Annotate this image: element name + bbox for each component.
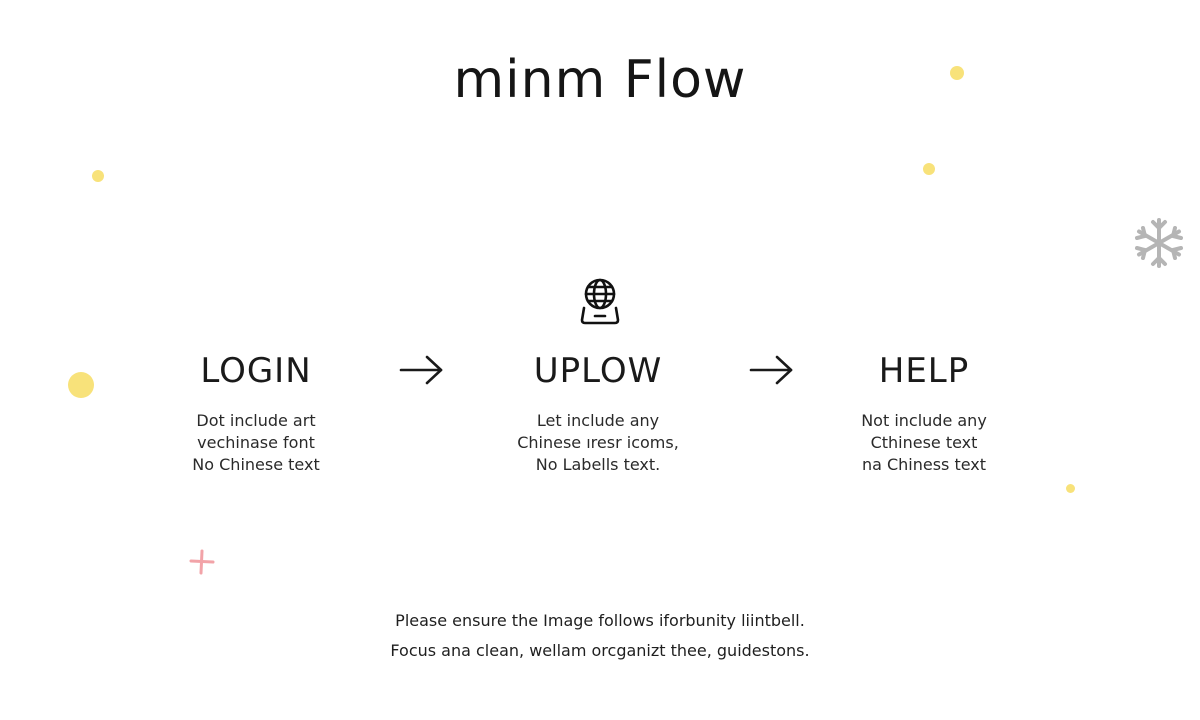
yellow-dot-icon (923, 163, 935, 175)
footer-line: Please ensure the Image follows iforbuni… (395, 611, 805, 630)
footer-note: Please ensure the Image follows iforbuni… (0, 606, 1200, 666)
flow-step-login: LOGIN Dot include art vechinase font No … (126, 348, 386, 476)
step-description: Dot include art vechinase font No Chines… (192, 411, 320, 474)
pink-plus-icon (189, 549, 215, 575)
step-description: Let include any Chinese ıresr icoms, No … (517, 411, 679, 474)
flow-step-uplow: UPLOW Let include any Chinese ıresr icom… (468, 348, 728, 476)
page-title: minm Flow (453, 50, 747, 110)
globe-laptop-icon (580, 278, 620, 325)
flow-step-help: HELP Not include any Cthinese text na Ch… (794, 348, 1054, 476)
footer-line: Focus ana clean, wellam orcganizt thee, … (390, 641, 810, 660)
snowflake-icon (1135, 218, 1183, 268)
step-heading: HELP (878, 351, 970, 391)
arrow-right-icon (749, 355, 793, 385)
yellow-dot-icon (1066, 484, 1075, 493)
yellow-dot-icon (92, 170, 104, 182)
yellow-dot-icon (950, 66, 964, 80)
arrow-right-icon (399, 355, 443, 385)
yellow-dot-icon (68, 372, 94, 398)
step-description: Not include any Cthinese text na Chiness… (861, 411, 987, 474)
step-heading: LOGIN (200, 351, 312, 391)
step-heading: UPLOW (533, 351, 663, 391)
